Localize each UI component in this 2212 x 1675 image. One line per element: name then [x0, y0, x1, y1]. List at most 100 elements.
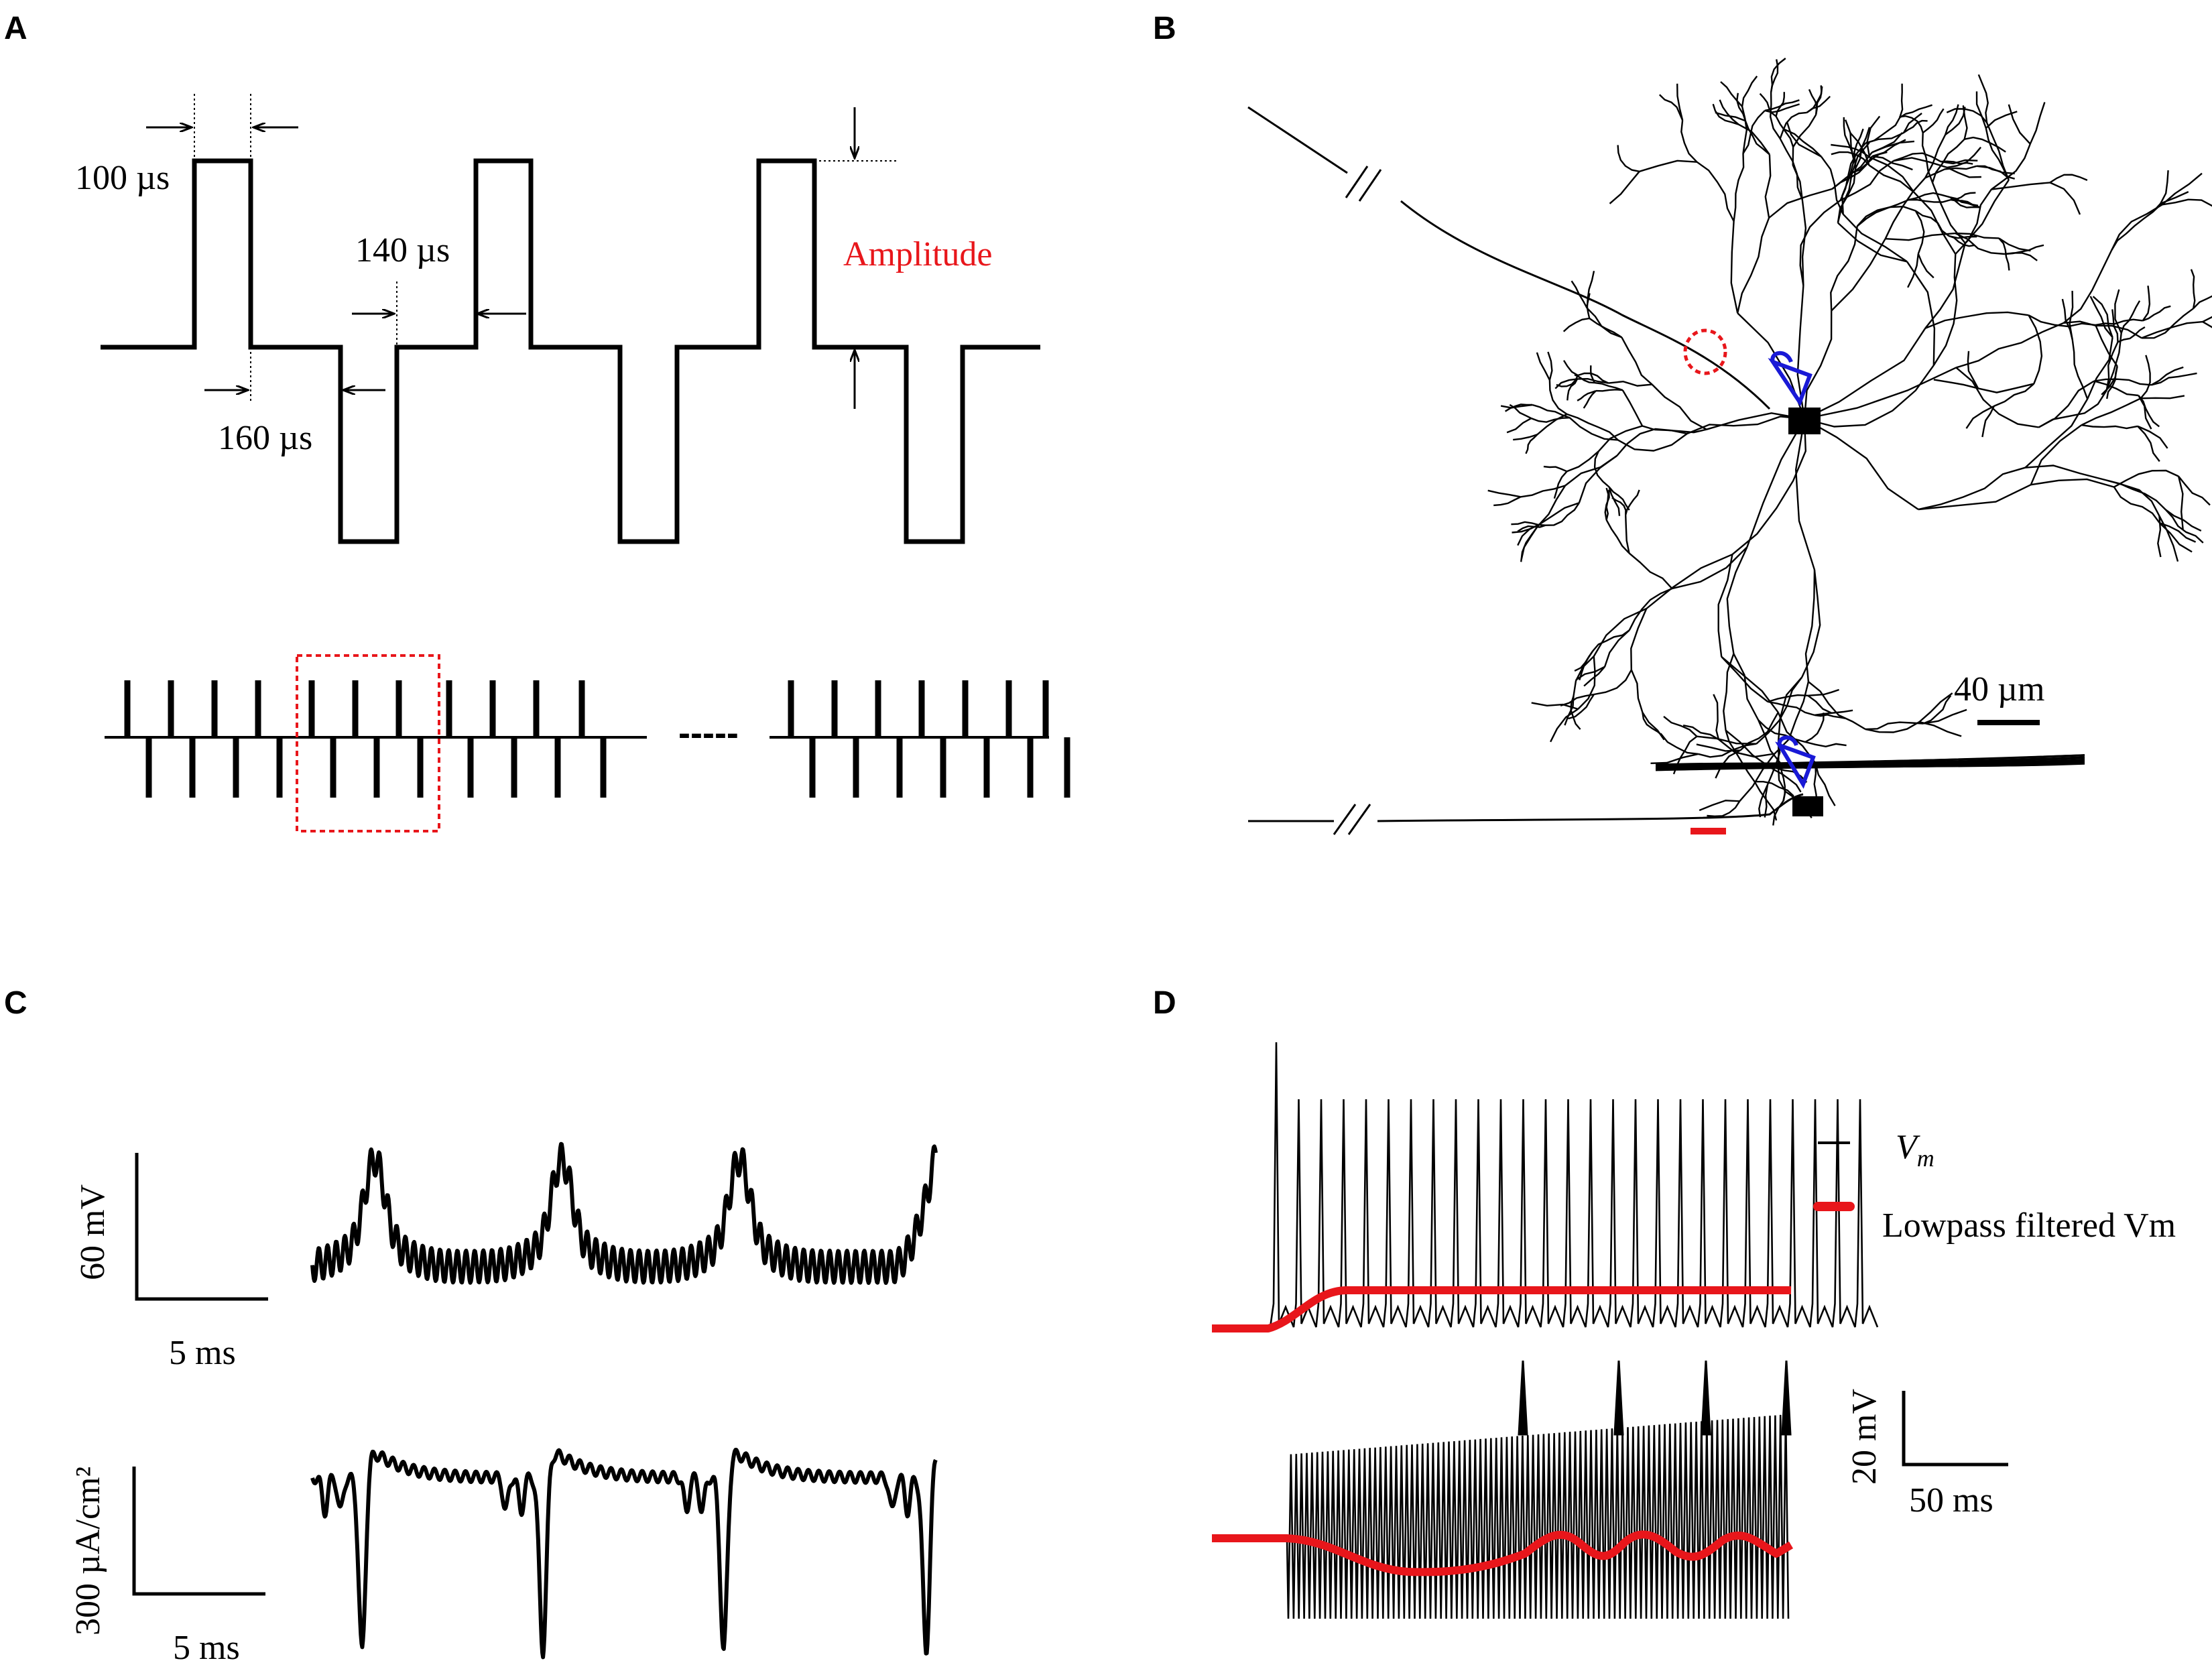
dendrite-branch: [1865, 721, 1924, 731]
dendrite-branch: [1977, 383, 2034, 393]
gap-width-label: 140 µs: [355, 231, 450, 269]
dendrite-branch: [1967, 351, 1979, 389]
dendrite-branch: [1804, 570, 1816, 682]
dendrite-branch: [1562, 360, 1579, 377]
voltage-trace: [310, 1141, 938, 1285]
dendrite-branch: [2029, 102, 2046, 145]
dendrite-branch: [1918, 467, 2026, 511]
dendrite-branch: [1713, 694, 1720, 740]
dendrite-branch: [1531, 702, 1579, 710]
dendrite-branch: [1511, 521, 1546, 526]
dendrite-branch: [1893, 152, 1941, 163]
dendrite-branch: [2190, 269, 2196, 309]
dendrite-branch: [1628, 587, 1672, 631]
dendrite-branch: [1597, 425, 1643, 452]
dendrite-branch: [2092, 296, 2113, 338]
dendrite-branch: [1717, 554, 1733, 657]
dendrite-branch: [1786, 122, 1822, 158]
dendrite-branch: [1625, 515, 1630, 554]
dendrite-branch: [1768, 700, 1815, 717]
dendrite-branch: [1985, 111, 2018, 129]
dendrite-branch: [1730, 221, 1739, 314]
dendrite-branch: [2152, 191, 2189, 213]
axon-break-top: [1345, 166, 1382, 202]
bursting-spike: [1518, 1360, 1528, 1436]
dendrite-branch: [1608, 380, 1652, 387]
dendrite-branch: [1536, 485, 1566, 528]
dendrite-branch: [2137, 425, 2168, 449]
panel-label-c: C: [4, 985, 27, 1021]
lowpass-trace-top: [1212, 1286, 1791, 1332]
time-scale-label-d: 50 ms: [1909, 1481, 1993, 1519]
dendrite-branch: [1899, 115, 1924, 133]
dendrite-branch: [1976, 165, 2015, 175]
dendrite-branch: [1568, 694, 1595, 720]
dendrite-branch: [1577, 389, 1597, 401]
axon-top: [1247, 106, 1771, 410]
dendrite-branch: [1815, 763, 1836, 806]
dendrite-branch: [1513, 434, 1538, 441]
dendrite-branch: [1536, 352, 1550, 381]
dendrite-branch: [1804, 365, 1934, 428]
dendrite-branch: [1609, 171, 1640, 204]
dendrite-branch: [1868, 164, 1915, 193]
stimulation-site-marker: [1683, 328, 1727, 375]
dendrite-branch: [1487, 489, 1521, 498]
dendrite-branch: [1964, 179, 2010, 244]
dendrite-branch: [2095, 324, 2118, 367]
dendrite-branch: [2137, 426, 2160, 462]
dendrite-branch: [1639, 160, 1697, 172]
dendrite-branch: [1768, 694, 1808, 703]
dendrite-branch: [2159, 522, 2197, 543]
dendrite-branch: [1922, 694, 1952, 725]
dendrite-branch: [2028, 314, 2096, 328]
dendrite-branch: [2030, 424, 2083, 485]
axon-break-side: [1333, 804, 1371, 835]
dendrite-branch: [1592, 629, 1630, 652]
dendrite-branch: [1759, 92, 1777, 117]
dendrite-branch: [1949, 196, 1981, 208]
dendrite-branch: [1821, 156, 1844, 215]
dendrite-branch: [1814, 714, 1847, 720]
dendrite-branch: [2111, 309, 2119, 343]
dendrite-branch: [1803, 310, 1833, 420]
dendrite-branch: [1566, 413, 1619, 441]
dendrite-branch: [2111, 204, 2163, 251]
legend-vm-sub: m: [1917, 1145, 1934, 1172]
dendrite-branch: [2165, 509, 2202, 532]
interphase-width-label: 160 µs: [218, 419, 312, 457]
dendrite-branch: [1725, 729, 1768, 767]
dendrite-branch: [2025, 464, 2108, 482]
dendrite-branch: [1564, 696, 1575, 726]
dendrite-branch: [1642, 712, 1664, 737]
dendrite-branch: [2049, 174, 2088, 184]
dendrite-branch: [1739, 753, 1776, 802]
dendrite-branch: [1804, 418, 1919, 510]
panel-label-a: A: [4, 11, 27, 46]
dendrite-branch: [1758, 784, 1769, 818]
dendrite-branch: [1807, 694, 1833, 715]
dendrite-branch: [1806, 95, 1831, 113]
dendrite-branch: [1801, 570, 1821, 678]
dendrite-branch: [2165, 509, 2204, 544]
dendrite-branch: [2071, 339, 2089, 399]
dendrite-branch: [1754, 781, 1778, 821]
dendrite-branch: [1921, 133, 1934, 183]
dendrite-branch: [1814, 709, 1853, 717]
dendrite-branch: [1715, 749, 1741, 779]
dendrite-branch: [1586, 293, 1591, 319]
dendrite-branch: [1869, 156, 1915, 193]
dendrite-branch: [1733, 153, 1745, 222]
dendrite-branch: [1676, 83, 1684, 121]
dendrite-branch: [1593, 607, 1647, 657]
dendrite-branch: [1871, 140, 1915, 153]
dendrite-branch: [1815, 85, 1823, 115]
dendrite-branch: [1562, 317, 1590, 332]
side-dendrite: [1655, 760, 2085, 768]
dendrite-branch: [1605, 519, 1630, 554]
dendrite-branch: [1918, 692, 1953, 723]
dendrite-branch: [1756, 676, 1803, 745]
dendrite-branch: [1941, 159, 1978, 165]
dendrite-branch: [1965, 405, 1995, 429]
